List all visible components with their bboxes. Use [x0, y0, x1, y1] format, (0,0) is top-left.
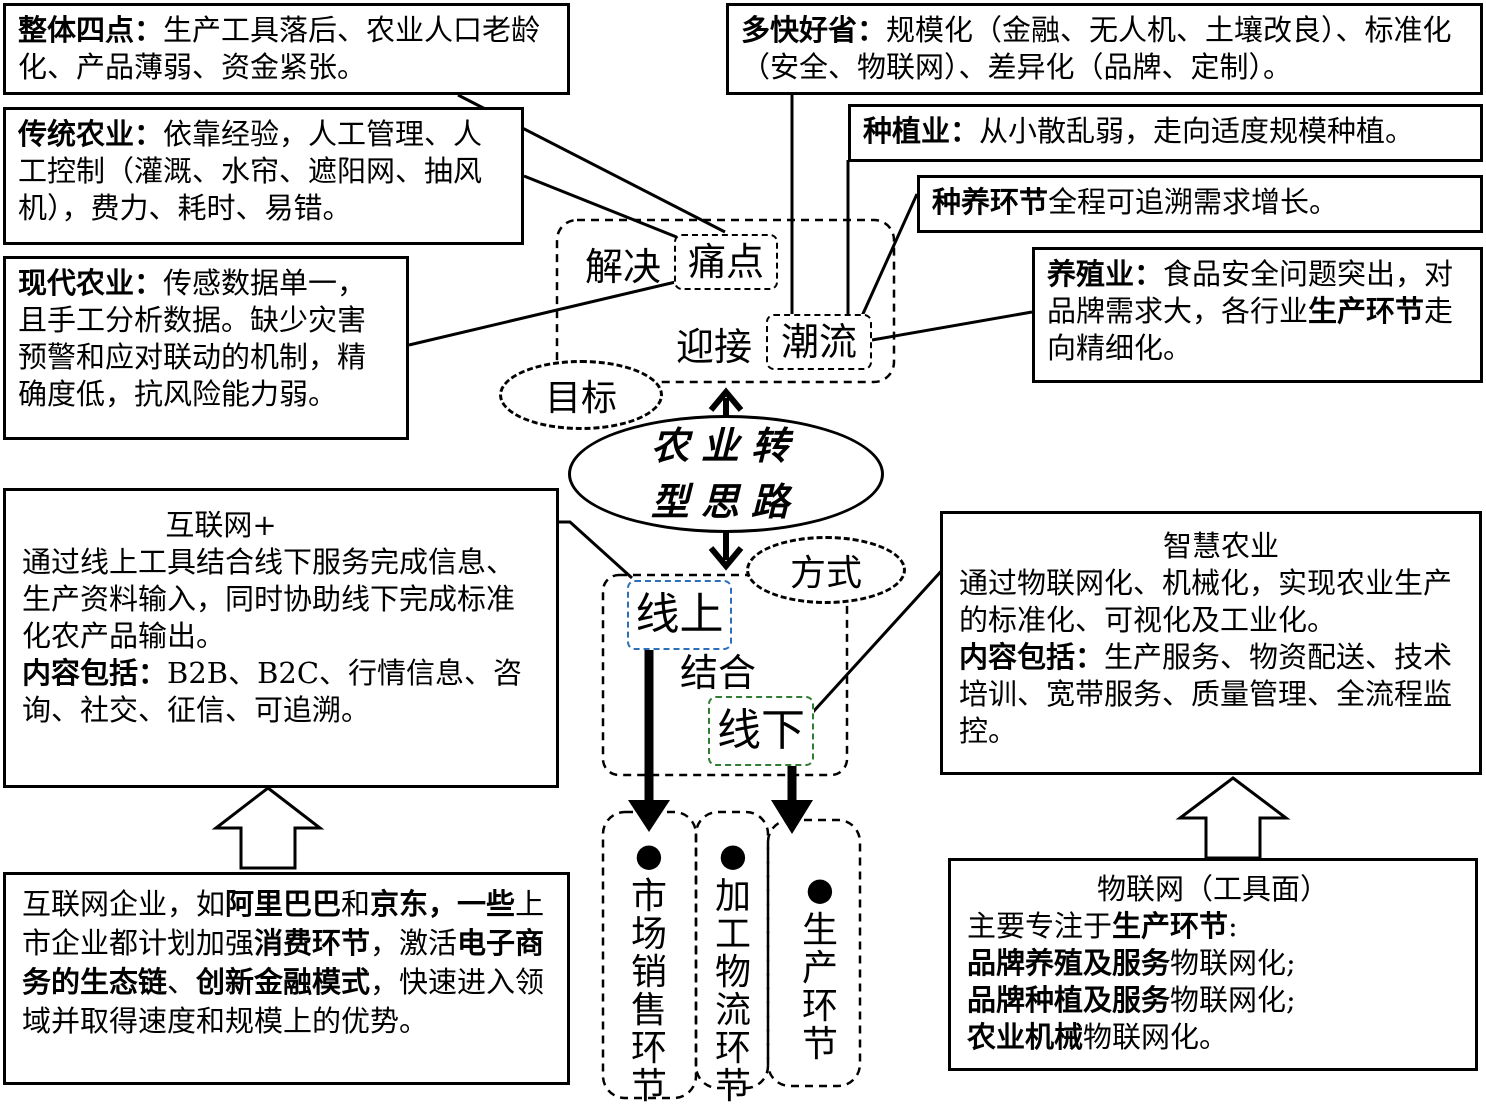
arrow-offline-to-production	[771, 758, 813, 834]
stage-production-frame	[766, 818, 862, 1088]
arrow-to-goal	[708, 387, 744, 416]
iot-intro: 主要专注于	[967, 909, 1113, 943]
stage-production-dot: ●	[806, 870, 834, 908]
stage-market: ● 市场销售环节	[627, 836, 671, 1106]
traceability-text: 全程可追溯需求增长。	[1048, 185, 1339, 219]
smart-agriculture-box: 智慧农业 通过物联网化、机械化，实现农业生产的标准化、可视化及工业化。 内容包括…	[940, 511, 1482, 775]
ic-text-2: 和	[341, 887, 371, 921]
smart-agriculture-content: 生产服务、物资配送、技术培训、宽带服务、质量管理、全流程监控。	[959, 640, 1453, 748]
smart-agriculture-desc: 通过物联网化、机械化，实现农业生产的标准化、可视化及工业化。	[959, 566, 1453, 637]
method-container	[601, 573, 849, 777]
stage-production: ● 生产环节	[798, 870, 842, 1064]
dkhs-box: 多快好省：规模化（金融、无人机、土壤改良）、标准化（安全、物联网）、差异化（品牌…	[726, 3, 1483, 95]
stage-market-text: 市场销售环节	[630, 876, 667, 1107]
smart-agriculture-content-head: 内容包括：	[959, 640, 1105, 674]
ic-bold-finance: 创新金融模式	[196, 965, 371, 999]
ic-text-6: ，快速进入领域并取得速度和规模上的优势。	[22, 965, 545, 1038]
internet-plus-content-head: 内容包括：	[22, 656, 168, 690]
internet-company-box: 互联网企业，如阿里巴巴和京东，一些上市企业都计划加强消费环节，激活电子商务的生态…	[3, 872, 570, 1085]
breeding-bold: 生产环节	[1308, 294, 1425, 328]
ic-text-1: 互联网企业，如	[22, 887, 226, 921]
goal-ellipse: 目标	[499, 360, 663, 430]
iot-item-1-bold: 品牌养殖及服务	[967, 946, 1171, 980]
hollow-arrow-iot	[1175, 776, 1291, 860]
dkhs-head: 多快好省：	[741, 13, 887, 47]
ic-bold-alibaba: 阿里巴巴	[225, 887, 342, 921]
arrow-online-to-market	[628, 638, 670, 832]
trend-tag: 潮流	[766, 314, 872, 370]
traditional-head: 传统农业：	[18, 117, 164, 151]
hollow-arrow-internet	[211, 786, 325, 870]
line-trace-to-trend	[860, 193, 919, 317]
traditional-text: 依靠经验，人工管理、人工控制（灌溉、水帘、遮阳网、抽风机），费力、耗时、易错。	[18, 117, 483, 225]
center-line-2: 型思路	[650, 479, 801, 524]
ic-bold-jd: 京东，一些	[370, 887, 516, 921]
overall-head: 整体四点：	[18, 13, 164, 47]
breeding-head: 养殖业：	[1047, 257, 1164, 291]
stage-market-frame	[601, 810, 698, 1100]
overall-four-points-box: 整体四点：生产工具落后、农业人口老龄化、产品薄弱、资金紧张。	[3, 3, 570, 95]
stage-processing-frame	[694, 810, 770, 1090]
traceability-head: 种养环节	[932, 185, 1049, 219]
modern-agriculture-box: 现代农业：传感数据单一，且手工分析数据。缺少灾害预警和应对联动的机制，精确度低，…	[3, 256, 409, 440]
goal-container	[555, 218, 896, 384]
transformation-ellipse: 农业转 型思路	[568, 415, 884, 533]
iot-item-1-text: 物联网化;	[1170, 946, 1296, 980]
iot-intro-bold: 生产环节	[1112, 909, 1229, 943]
modern-text: 传感数据单一，且手工分析数据。缺少灾害预警和应对联动的机制，精确度低，抗风险能力…	[18, 266, 367, 411]
modern-head: 现代农业：	[18, 266, 164, 300]
center-line-1: 农业转	[650, 423, 801, 468]
breeding-box: 养殖业：食品安全问题突出，对品牌需求大，各行业生产环节走向精细化。	[1032, 247, 1483, 383]
ic-bold-ecommerce: 电子商务的生态链	[22, 926, 545, 999]
planting-head: 种植业：	[863, 114, 980, 148]
breeding-text: 食品安全问题突出，对品牌需求大，各行业	[1047, 257, 1454, 328]
planting-text: 从小散乱弱，走向适度规模种植。	[979, 114, 1415, 148]
breeding-tail: 走向精细化。	[1047, 294, 1454, 365]
stage-market-dot: ●	[635, 836, 663, 874]
offline-tag: 线下	[708, 696, 814, 766]
overall-text: 生产工具落后、农业人口老龄化、产品薄弱、资金紧张。	[18, 13, 541, 84]
ic-bold-consumption: 消费环节	[254, 926, 371, 960]
arrow-to-method	[708, 532, 744, 571]
stage-processing-dot: ●	[719, 836, 747, 874]
ic-text-4: ，激活	[370, 926, 458, 960]
internet-plus-content: B2B、B2C、行情信息、咨询、社交、征信、可追溯。	[22, 656, 523, 727]
line-modern-to-pain	[408, 278, 685, 347]
internet-plus-desc: 通过线上工具结合线下服务完成信息、生产资料输入，同时协助线下完成标准化农产品输出…	[22, 545, 516, 653]
traceability-box: 种养环节全程可追溯需求增长。	[917, 175, 1483, 233]
iot-item-2-bold: 品牌种植及服务	[967, 983, 1171, 1017]
line-traditional-to-pain	[523, 174, 685, 242]
traditional-agriculture-box: 传统农业：依靠经验，人工管理、人工控制（灌溉、水帘、遮阳网、抽风机），费力、耗时…	[3, 107, 524, 245]
iot-intro-tail: :	[1228, 909, 1238, 943]
dkhs-text: 规模化（金融、无人机、土壤改良）、标准化（安全、物联网）、差异化（品牌、定制）。	[741, 13, 1452, 84]
line-breeding-to-trend	[871, 310, 1033, 342]
method-ellipse: 方式	[746, 536, 906, 604]
planting-box: 种植业：从小散乱弱，走向适度规模种植。	[848, 104, 1483, 162]
smart-agriculture-title: 智慧农业	[1162, 529, 1279, 563]
internet-plus-box: 互联网+ 通过线上工具结合线下服务完成信息、生产资料输入，同时协助线下完成标准化…	[3, 488, 559, 788]
stage-processing: ● 加工物流环节	[711, 836, 755, 1106]
iot-item-2-text: 物联网化;	[1170, 983, 1296, 1017]
iot-title: 物联网（工具面）	[1096, 872, 1329, 906]
stage-processing-text: 加工物流环节	[714, 876, 751, 1107]
ic-text-5: 、	[167, 965, 197, 999]
iot-box: 物联网（工具面） 主要专注于生产环节: 品牌养殖及服务物联网化; 品牌种植及服务…	[948, 858, 1478, 1071]
online-tag: 线上	[627, 580, 732, 650]
iot-item-3-bold: 农业机械	[967, 1020, 1084, 1054]
combine-label: 结合	[680, 651, 757, 695]
solve-label: 解决	[585, 245, 662, 289]
embrace-label: 迎接	[676, 325, 753, 369]
pain-point-tag: 痛点	[674, 234, 778, 290]
iot-item-3-text: 物联网化。	[1083, 1020, 1229, 1054]
ic-text-3: 上市企业都计划加强	[22, 887, 545, 960]
internet-plus-title: 互联网+	[165, 508, 277, 542]
stage-production-text: 生产环节	[801, 910, 838, 1065]
